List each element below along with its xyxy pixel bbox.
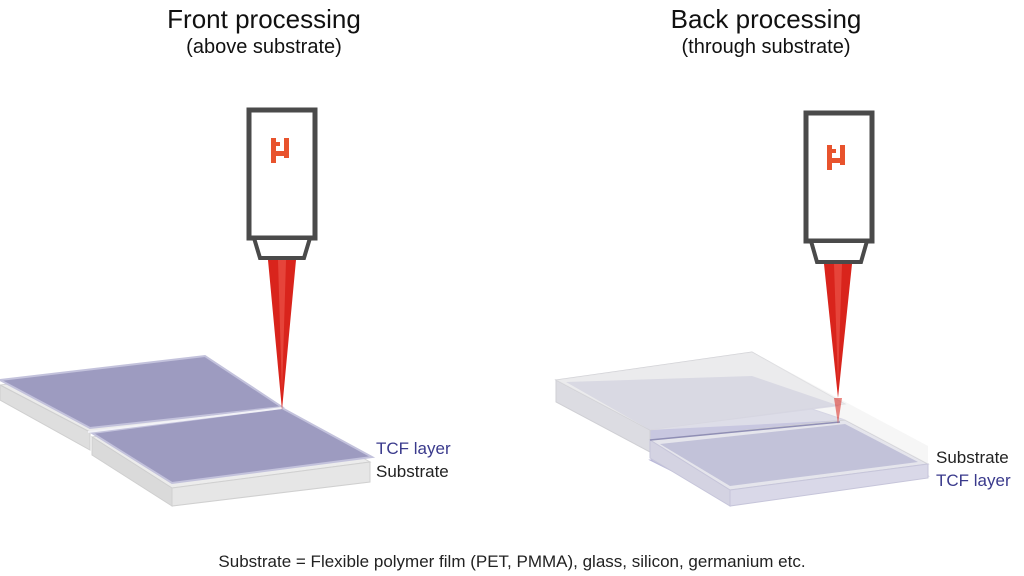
back-laser-beam-highlight: [834, 264, 842, 384]
front-laser-housing: [246, 107, 318, 241]
substrate-footnote: Substrate = Flexible polymer film (PET, …: [218, 552, 806, 571]
back-cut-line: [649, 421, 841, 441]
front-processing-sample: [0, 354, 376, 507]
front-substrate-label: Substrate: [376, 462, 449, 481]
front-processing-subtitle: (above substrate): [186, 36, 342, 58]
back-substrate-front-piece-side-front: [729, 463, 929, 507]
back-substrate-top-edge: [556, 352, 928, 464]
back-processing-sample: [554, 351, 930, 507]
front-laser-nozzle: [251, 236, 313, 260]
front-laser-logo-icon: [271, 138, 289, 163]
back-tcf-front-piece-visible: [660, 424, 918, 486]
back-laser-beam-inside-substrate: [834, 398, 842, 424]
front-laser-head: [246, 107, 318, 410]
back-laser-head: [803, 110, 875, 424]
back-processing-title: Back processing (through substrate): [566, 4, 966, 60]
back-laser-logo-icon: [827, 145, 845, 170]
front-processing-heading: Front processing: [167, 4, 361, 34]
back-processing-subtitle: (through substrate): [681, 36, 851, 58]
back-laser-housing: [803, 110, 875, 244]
front-substrate-back-piece-side: [0, 384, 91, 451]
front-processing-title: Front processing (above substrate): [64, 4, 464, 60]
front-tcf-layer-label: TCF layer: [376, 439, 451, 458]
back-processing-heading: Back processing: [670, 4, 862, 34]
back-tcf-layer-label: TCF layer: [936, 471, 1011, 490]
back-laser-nozzle: [808, 239, 870, 264]
front-cut-line: [87, 407, 283, 433]
back-substrate-label: Substrate: [936, 448, 1009, 467]
front-laser-beam-highlight: [278, 260, 286, 395]
front-substrate-front-piece-side-front: [171, 461, 371, 507]
